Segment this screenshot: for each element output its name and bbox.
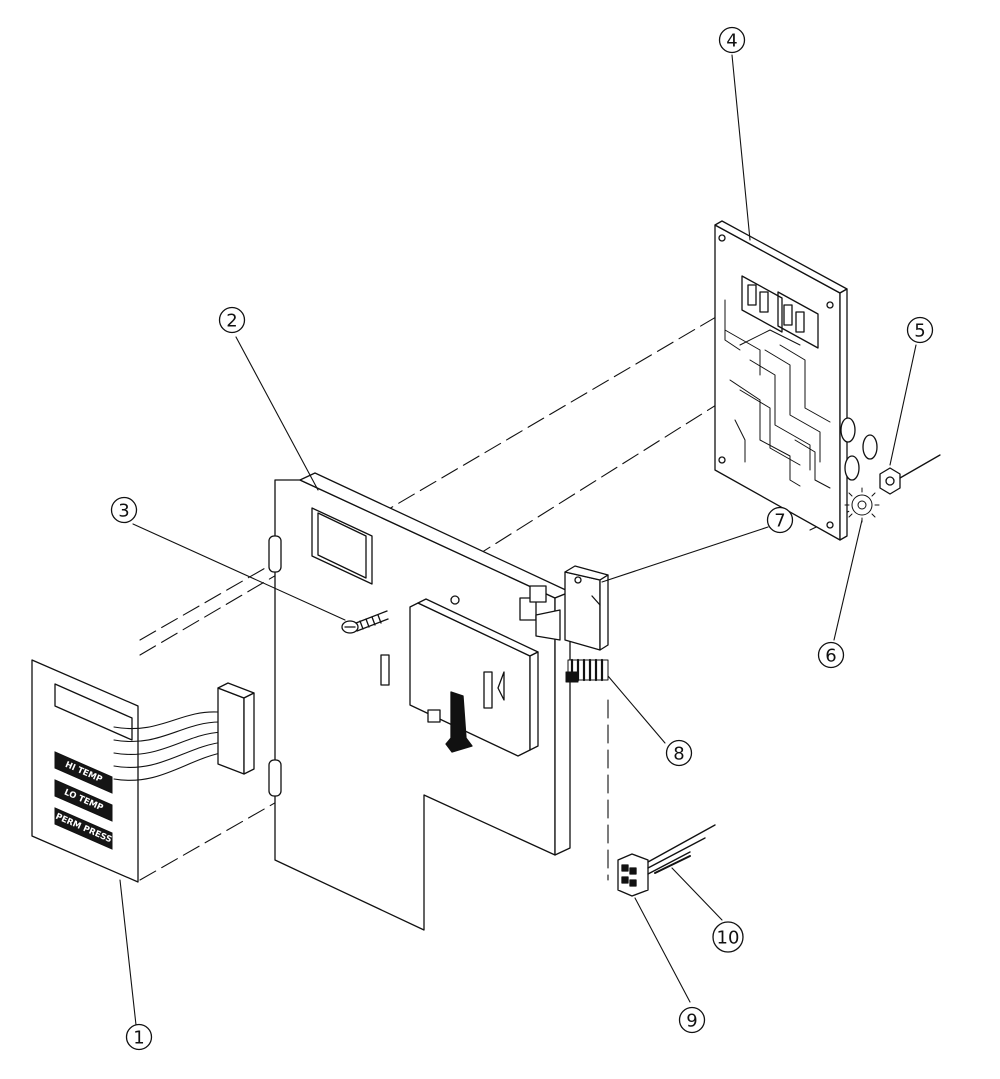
balloon-label-10: 10 (717, 928, 740, 949)
balloon-1 (125, 1023, 153, 1051)
balloon-3 (110, 496, 138, 524)
balloon-label-2: 2 (226, 311, 237, 332)
circuit-traces (724, 299, 831, 489)
keypad-keys (54, 751, 113, 850)
balloon-label-9: 9 (686, 1011, 697, 1032)
control-board-part-4 (714, 220, 878, 541)
balloon-numbers: 1 2 3 4 5 6 7 8 9 10 (118, 31, 925, 1049)
leader-lines (119, 54, 917, 1026)
callout-balloons (110, 26, 934, 1051)
balloon-label-7: 7 (774, 511, 785, 532)
washer-part-6 (844, 487, 880, 523)
switch-assembly-part-7 (519, 565, 609, 651)
balloon-label-3: 3 (118, 501, 129, 522)
balloon-6 (817, 641, 845, 669)
ribbon-connector (217, 687, 245, 775)
balloon-9 (678, 1006, 706, 1034)
key-hi-temp (54, 751, 113, 794)
balloon-7 (766, 506, 794, 534)
board-cylinders (840, 417, 878, 481)
balloon-4 (718, 26, 746, 54)
balloon-10 (712, 921, 744, 953)
balloon-label-6: 6 (825, 646, 836, 667)
key-lo-temp (54, 779, 113, 822)
control-panel-part-2 (268, 472, 571, 931)
key-perm-press (54, 807, 113, 850)
screw-part-3 (341, 610, 389, 634)
ribbon-cable (113, 711, 227, 781)
connector-part-9 (617, 824, 716, 897)
terminal-pin-part-10 (654, 855, 691, 874)
balloon-label-5: 5 (914, 321, 925, 342)
balloon-label-1: 1 (133, 1028, 144, 1049)
balloon-label-8: 8 (673, 744, 684, 765)
balloon-2 (218, 306, 246, 334)
panel-standoffs (268, 535, 282, 797)
balloon-5 (906, 316, 934, 344)
digit-display (741, 275, 819, 349)
terminal-block-part-8 (565, 658, 609, 683)
nut-part-5 (879, 454, 941, 495)
balloon-label-4: 4 (726, 31, 737, 52)
balloon-8 (665, 739, 693, 767)
